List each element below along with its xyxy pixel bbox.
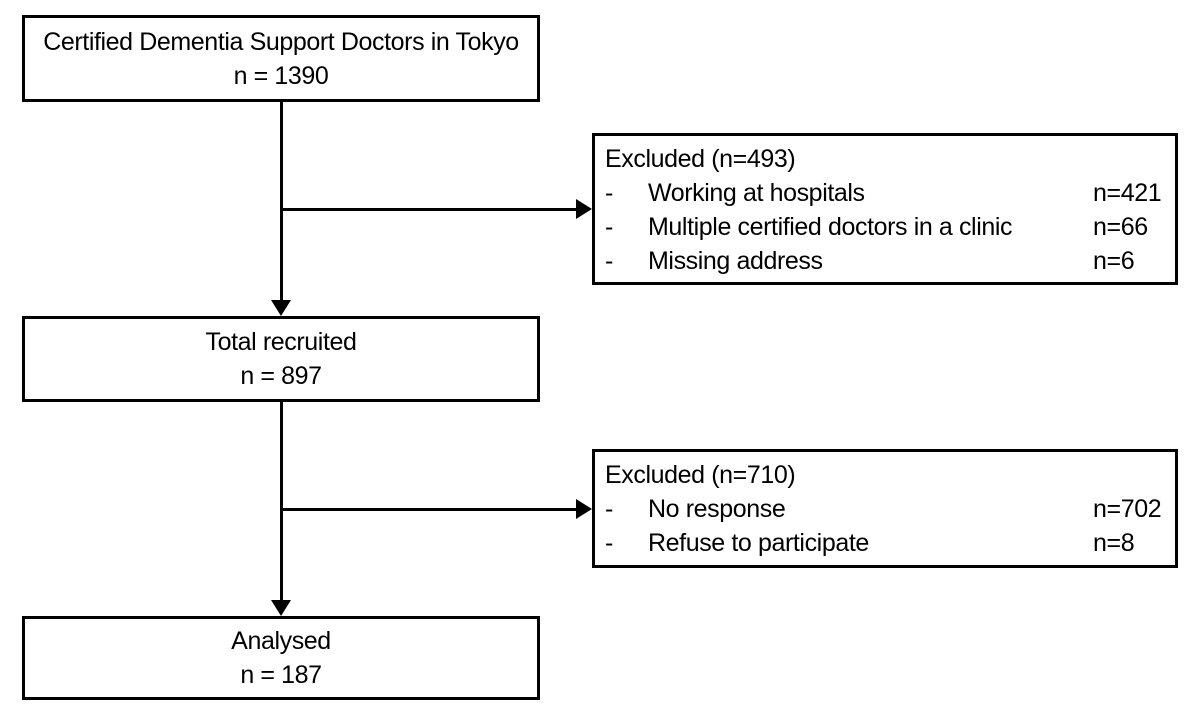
bullet-dash: - (605, 529, 613, 557)
excluded-2-item: - Refuse to participate n=8 (605, 526, 1163, 560)
bullet-dash: - (605, 213, 613, 241)
arrowhead-right-excluded-1 (576, 199, 592, 219)
bullet-dash: - (605, 247, 613, 275)
connector-branch-excluded-1 (280, 208, 576, 211)
bullet-dash: - (605, 495, 613, 523)
box-analysed-title: Analysed (231, 627, 331, 655)
connector-population-to-recruited (280, 100, 283, 302)
excluded-2-item-count: n=8 (1093, 529, 1135, 557)
excluded-1-item-label: Multiple certified doctors in a clinic (648, 213, 1013, 241)
excluded-2-item: - No response n=702 (605, 492, 1163, 526)
connector-recruited-to-analysed (280, 400, 283, 602)
box-total-recruited-title: Total recruited (205, 328, 357, 356)
excluded-2-item-label: Refuse to participate (648, 529, 869, 557)
arrowhead-down-recruited (271, 300, 291, 316)
box-total-recruited-count: n = 897 (240, 362, 322, 390)
arrowhead-right-excluded-2 (576, 499, 592, 519)
connector-branch-excluded-2 (280, 508, 576, 511)
excluded-1-item-count: n=6 (1093, 247, 1135, 275)
excluded-1-item-count: n=66 (1093, 213, 1148, 241)
excluded-1-item: - Missing address n=6 (605, 244, 1163, 278)
excluded-1-item-label: Working at hospitals (648, 179, 865, 207)
arrowhead-down-analysed (271, 600, 291, 616)
excluded-1-item: - Working at hospitals n=421 (605, 176, 1163, 210)
excluded-2-title: Excluded (n=710) (605, 461, 796, 489)
box-total-recruited: Total recruited n = 897 (22, 316, 540, 402)
excluded-1-item-label: Missing address (648, 247, 823, 275)
excluded-2-item-label: No response (648, 495, 786, 523)
box-excluded-2: Excluded (n=710) - No response n=702 - R… (592, 449, 1178, 568)
excluded-1-item: - Multiple certified doctors in a clinic… (605, 210, 1163, 244)
box-analysed-count: n = 187 (240, 661, 322, 689)
box-excluded-1: Excluded (n=493) - Working at hospitals … (592, 133, 1178, 285)
excluded-1-item-count: n=421 (1093, 179, 1162, 207)
excluded-2-item-count: n=702 (1093, 495, 1162, 523)
box-population-count: n = 1390 (233, 61, 329, 90)
excluded-1-title: Excluded (n=493) (605, 145, 796, 173)
box-analysed: Analysed n = 187 (22, 616, 540, 700)
bullet-dash: - (605, 179, 613, 207)
box-population-title: Certified Dementia Support Doctors in To… (43, 27, 519, 56)
box-population: Certified Dementia Support Doctors in To… (22, 15, 540, 102)
